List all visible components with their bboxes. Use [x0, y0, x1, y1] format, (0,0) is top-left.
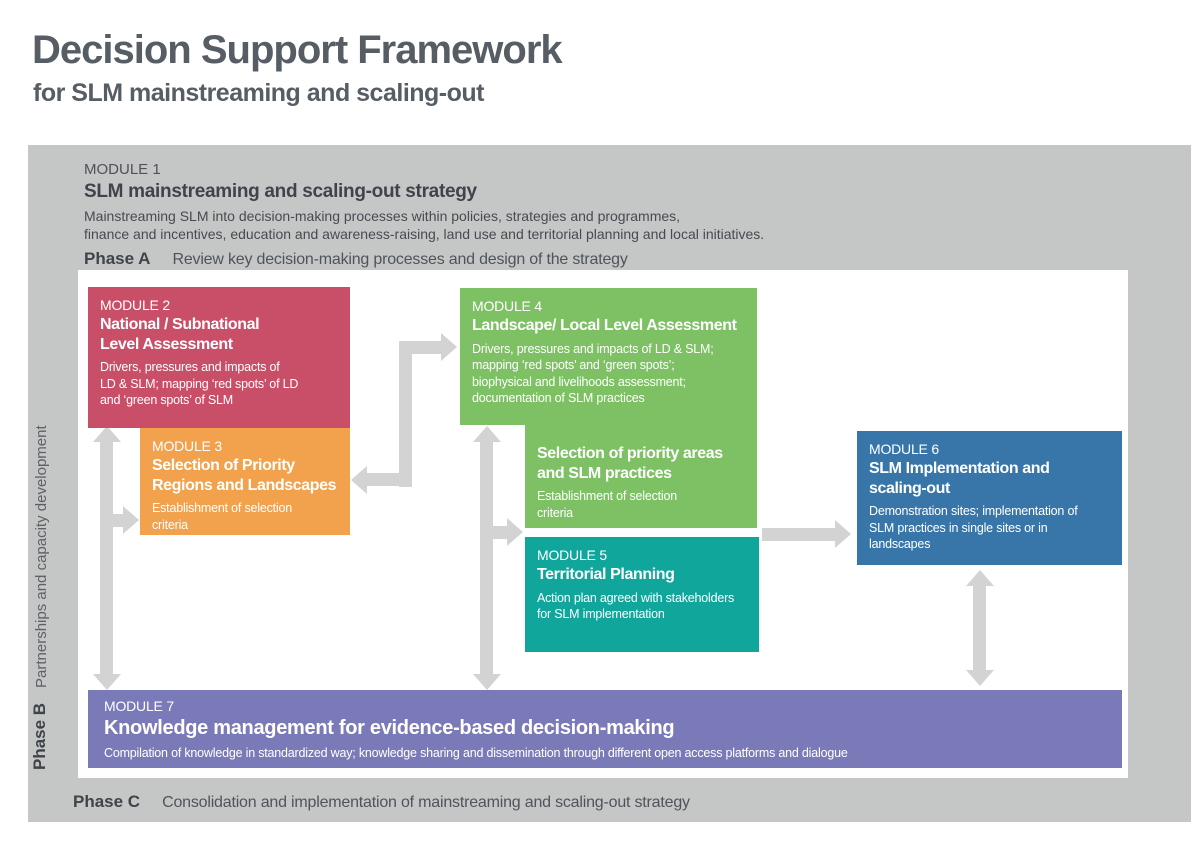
phase-b-label: Phase B	[30, 702, 49, 770]
phase-a-label: Phase A	[84, 249, 151, 268]
arrow-head-up-icon	[93, 426, 121, 442]
module7-description: Compilation of knowledge in standardized…	[104, 746, 848, 761]
module2-title: National / Subnational Level Assessment	[100, 316, 260, 353]
phase-a-row: Phase A Review key decision-making proce…	[84, 249, 628, 269]
module3-box: MODULE 3 Selection of Priority Regions a…	[140, 428, 350, 535]
arrow-branch-shaft	[107, 514, 124, 527]
page-title: Decision Support Framework	[32, 28, 563, 72]
module1-description: Mainstreaming SLM into decision-making p…	[84, 208, 765, 243]
arrow-shaft	[399, 341, 442, 354]
arrow-shaft	[480, 442, 493, 674]
arrow-head-up-icon	[966, 570, 994, 586]
phase-c-label: Phase C	[73, 792, 141, 811]
arrow-shaft	[100, 442, 113, 674]
module1-title: SLM mainstreaming and scaling-out strate…	[84, 181, 477, 202]
module6-title: SLM Implementation and scaling-out	[869, 460, 1050, 497]
arrow-head-right-icon	[441, 333, 457, 361]
module4-label: MODULE 4	[472, 298, 542, 314]
module1-label: MODULE 1	[84, 161, 161, 178]
phase-c-row: Phase C Consolidation and implementation…	[73, 792, 690, 812]
arrow-head-right-icon	[123, 506, 139, 534]
module5-title: Territorial Planning	[537, 566, 675, 583]
arrow-shaft	[973, 586, 986, 670]
module6-label: MODULE 6	[869, 441, 939, 457]
module2-label: MODULE 2	[100, 297, 170, 313]
module4-box: MODULE 4 Landscape/ Local Level Assessme…	[460, 288, 757, 425]
module4-selection-box: Selection of priority areas and SLM prac…	[525, 425, 757, 528]
arrow-head-right-icon	[835, 520, 851, 548]
arrow-head-right-icon	[507, 518, 523, 546]
arrow-head-down-icon	[966, 670, 994, 686]
module6-box: MODULE 6 SLM Implementation and scaling-…	[857, 431, 1122, 565]
module6-description: Demonstration sites; implementation of S…	[869, 504, 1078, 552]
arrow-head-down-icon	[93, 674, 121, 690]
arrow-head-up-icon	[473, 426, 501, 442]
arrow-shaft	[399, 341, 412, 487]
module5-description: Action plan agreed with stakeholders for…	[537, 590, 735, 622]
module4-description: Drivers, pressures and impacts of LD & S…	[472, 341, 714, 406]
arrow-shaft	[762, 528, 835, 541]
module7-label: MODULE 7	[104, 698, 174, 714]
module2-description: Drivers, pressures and impacts of LD & S…	[100, 360, 299, 408]
module7-box: MODULE 7 Knowledge management for eviden…	[88, 690, 1122, 768]
module4-selection-description: Establishment of selection criteria	[537, 489, 678, 520]
module4-title: Landscape/ Local Level Assessment	[472, 317, 737, 334]
module3-description: Establishment of selection criteria	[152, 501, 293, 532]
module3-title: Selection of Priority Regions and Landsc…	[152, 457, 337, 494]
module4-selection-title: Selection of priority areas and SLM prac…	[537, 445, 723, 482]
module5-box: MODULE 5 Territorial Planning Action pla…	[525, 537, 759, 652]
partnerships-side-label: Partnerships and capacity development	[33, 425, 50, 688]
module5-label: MODULE 5	[537, 547, 607, 563]
arrow-head-down-icon	[473, 674, 501, 690]
arrow-head-left-icon	[351, 466, 367, 494]
phase-a-text: Review key decision-making processes and…	[172, 251, 628, 268]
arrow-branch-shaft	[487, 526, 507, 539]
module3-label: MODULE 3	[152, 438, 222, 454]
module2-box: MODULE 2 National / Subnational Level As…	[88, 287, 350, 428]
phase-c-text: Consolidation and implementation of main…	[162, 794, 690, 811]
module7-title: Knowledge management for evidence-based …	[104, 717, 675, 739]
page-subtitle: for SLM mainstreaming and scaling-out	[33, 79, 485, 107]
